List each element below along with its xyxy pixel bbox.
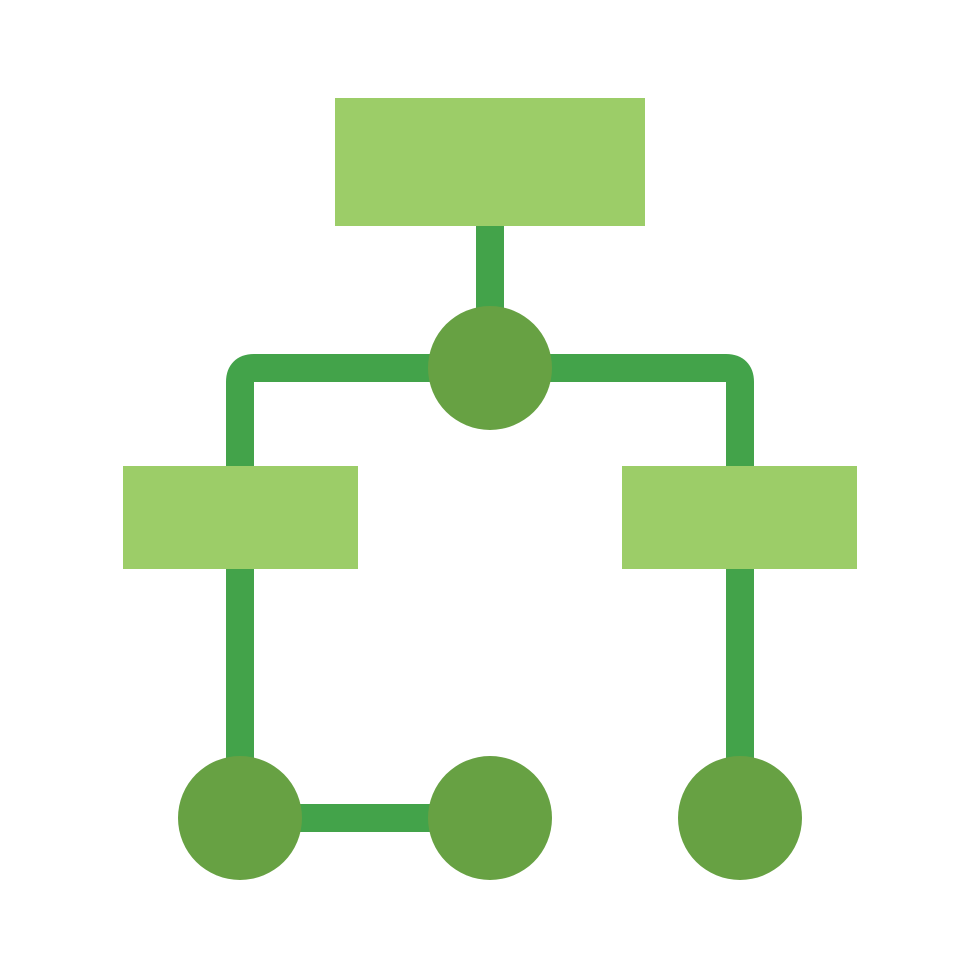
boxes xyxy=(123,98,857,569)
junction-left-branch-connector xyxy=(226,354,430,470)
bottom-middle-node xyxy=(428,756,552,880)
left-box xyxy=(123,466,358,569)
root-box xyxy=(335,98,645,226)
top-junction-node xyxy=(428,306,552,430)
junction-right-branch-connector xyxy=(550,354,754,470)
right-box xyxy=(622,466,857,569)
bottom-left-node xyxy=(178,756,302,880)
bottom-right-node xyxy=(678,756,802,880)
connectors xyxy=(226,222,754,832)
nodes xyxy=(178,306,802,880)
